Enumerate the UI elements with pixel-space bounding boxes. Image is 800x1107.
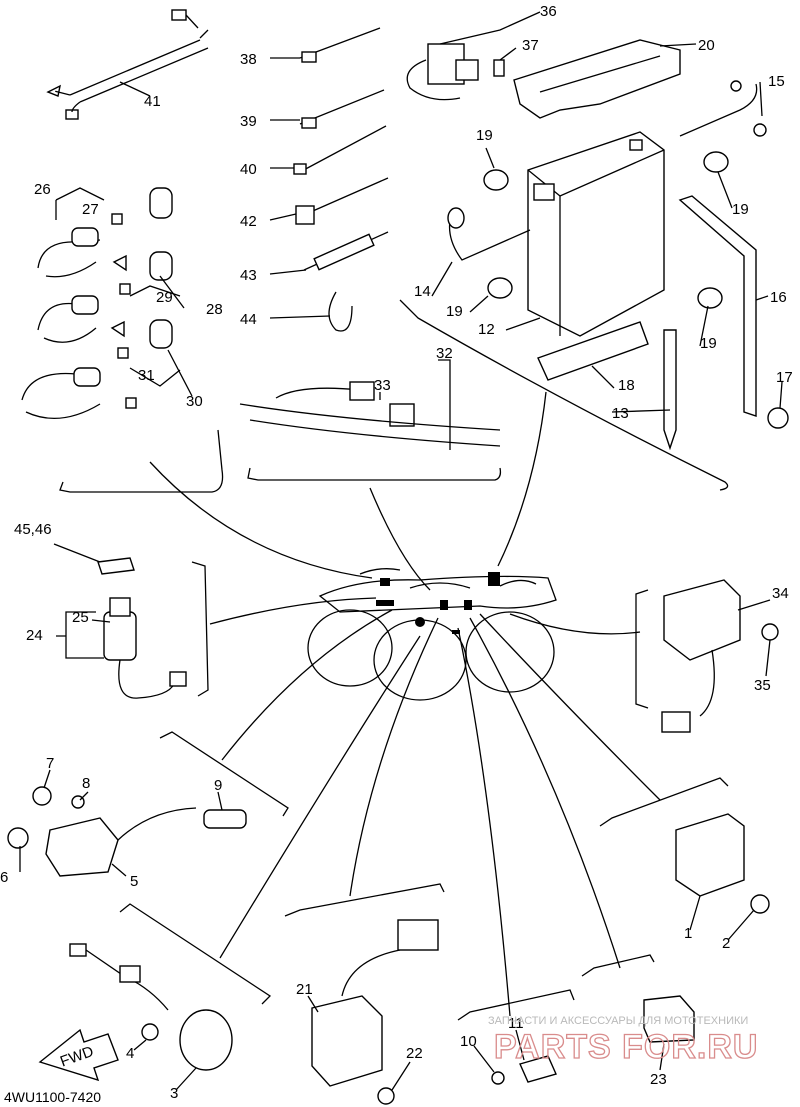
callout-31: 31 xyxy=(138,367,155,384)
callout-40: 40 xyxy=(240,161,257,178)
part-34-35-unit xyxy=(661,579,779,733)
callout-41: 41 xyxy=(144,93,161,110)
callout-1: 1 xyxy=(684,925,692,942)
callout-24: 24 xyxy=(26,627,43,644)
callout-10: 10 xyxy=(460,1033,477,1050)
callout-leaders xyxy=(19,11,783,1091)
callout-22: 22 xyxy=(406,1045,423,1062)
callout-9: 9 xyxy=(214,777,222,794)
watermark: ЗАПЧАСТИ И АКСЕССУАРЫ ДЛЯ МОТОТЕХНИКИ PA… xyxy=(488,1015,758,1067)
part-1-2-cdi xyxy=(675,813,770,914)
callout-14: 14 xyxy=(414,283,431,300)
callout-19c: 19 xyxy=(446,303,463,320)
callout-19a: 19 xyxy=(476,127,493,144)
callout-26: 26 xyxy=(34,181,51,198)
part-12-19-battery xyxy=(447,80,789,451)
part-41-harness xyxy=(46,9,209,120)
part-26-31-leads xyxy=(21,187,181,419)
part-21-22-rectifier xyxy=(311,919,439,1105)
callout-30: 30 xyxy=(186,393,203,410)
callout-18: 18 xyxy=(618,377,635,394)
callout-34: 34 xyxy=(772,585,789,602)
callout-42: 42 xyxy=(240,213,257,230)
callout-33: 33 xyxy=(374,377,391,394)
callout-19b: 19 xyxy=(732,201,749,218)
callout-6: 6 xyxy=(0,869,8,886)
fwd-arrow: FWD xyxy=(38,1028,119,1082)
callout-labels: 1 2 3 4 5 6 7 8 9 10 11 12 13 14 15 16 1… xyxy=(0,3,793,1102)
callout-32: 32 xyxy=(436,345,453,362)
part-3-4-sensor xyxy=(69,943,233,1071)
callout-27: 27 xyxy=(82,201,99,218)
callout-2: 2 xyxy=(722,935,730,952)
part-38-44-bands xyxy=(293,27,389,332)
part-5-9-relay xyxy=(7,786,247,877)
part-36-20-relay-cover xyxy=(406,39,681,119)
part-10-11-23 xyxy=(491,995,695,1085)
callout-4: 4 xyxy=(126,1045,134,1062)
callout-13: 13 xyxy=(612,405,629,422)
atv-silhouette xyxy=(307,568,557,701)
callout-16: 16 xyxy=(770,289,787,306)
callout-21: 21 xyxy=(296,981,313,998)
group-brackets xyxy=(59,299,729,1021)
callout-17: 17 xyxy=(776,369,793,386)
callout-43: 43 xyxy=(240,267,257,284)
callout-15: 15 xyxy=(768,73,785,90)
callout-37: 37 xyxy=(522,37,539,54)
callout-20: 20 xyxy=(698,37,715,54)
callout-11: 11 xyxy=(508,1015,524,1032)
callout-3: 3 xyxy=(170,1085,178,1102)
callout-36: 36 xyxy=(540,3,557,20)
callout-23: 23 xyxy=(650,1071,667,1088)
callout-7: 7 xyxy=(46,755,54,772)
callout-12: 12 xyxy=(478,321,495,338)
callout-38: 38 xyxy=(240,51,257,68)
callout-19d: 19 xyxy=(700,335,717,352)
part-32-33-connector xyxy=(239,381,501,447)
callout-29: 29 xyxy=(156,289,173,306)
callout-8: 8 xyxy=(82,775,90,792)
watermark-brand: PARTS FOR.RU xyxy=(494,1028,758,1066)
callout-5: 5 xyxy=(130,873,138,890)
diagram-code: 4WU1100-7420 xyxy=(4,1089,101,1105)
callout-45-46: 45,46 xyxy=(14,521,52,538)
watermark-caption: ЗАПЧАСТИ И АКСЕССУАРЫ ДЛЯ МОТОТЕХНИКИ xyxy=(488,1015,748,1027)
part-24-25-switch xyxy=(97,557,187,699)
leader-curves xyxy=(149,391,661,1017)
callout-39: 39 xyxy=(240,113,257,130)
callout-35: 35 xyxy=(754,677,771,694)
callout-25: 25 xyxy=(72,609,89,626)
callout-28: 28 xyxy=(206,301,223,318)
callout-44: 44 xyxy=(240,311,257,328)
